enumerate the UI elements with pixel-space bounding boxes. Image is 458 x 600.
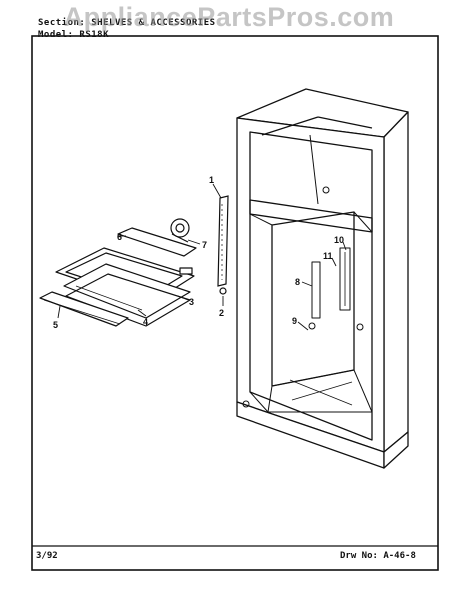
watermark-text: AppliancePartsPros.com bbox=[63, 2, 395, 32]
part-label-3: 3 bbox=[189, 297, 194, 307]
refrigerator-cabinet bbox=[236, 88, 409, 469]
part-label-1: 1 bbox=[209, 175, 214, 185]
shelf-assembly bbox=[39, 227, 197, 327]
part-label-2: 2 bbox=[219, 308, 224, 318]
clip-part bbox=[170, 218, 190, 243]
part-label-4: 4 bbox=[143, 317, 148, 327]
part-label-9: 9 bbox=[292, 316, 297, 326]
revision-date: 3/92 bbox=[36, 551, 58, 561]
part-label-7: 7 bbox=[202, 240, 207, 250]
part-label-5: 5 bbox=[53, 320, 58, 330]
part-label-10: 10 bbox=[334, 235, 344, 245]
section-title: Section: SHELVES & ACCESSORIES bbox=[38, 18, 216, 28]
part-label-8: 8 bbox=[295, 277, 300, 287]
model-number: Model: RS18K bbox=[38, 30, 110, 40]
frame-border bbox=[31, 35, 439, 571]
part-callouts: 1 2 3 4 5 6 7 8 9 10 11 bbox=[53, 175, 344, 330]
leader-lines bbox=[57, 183, 347, 331]
shelf-support-rail bbox=[217, 195, 229, 295]
part-label-11: 11 bbox=[323, 251, 333, 261]
part-label-6: 6 bbox=[117, 232, 122, 242]
drawing-number: Drw No: A-46-8 bbox=[340, 551, 416, 561]
